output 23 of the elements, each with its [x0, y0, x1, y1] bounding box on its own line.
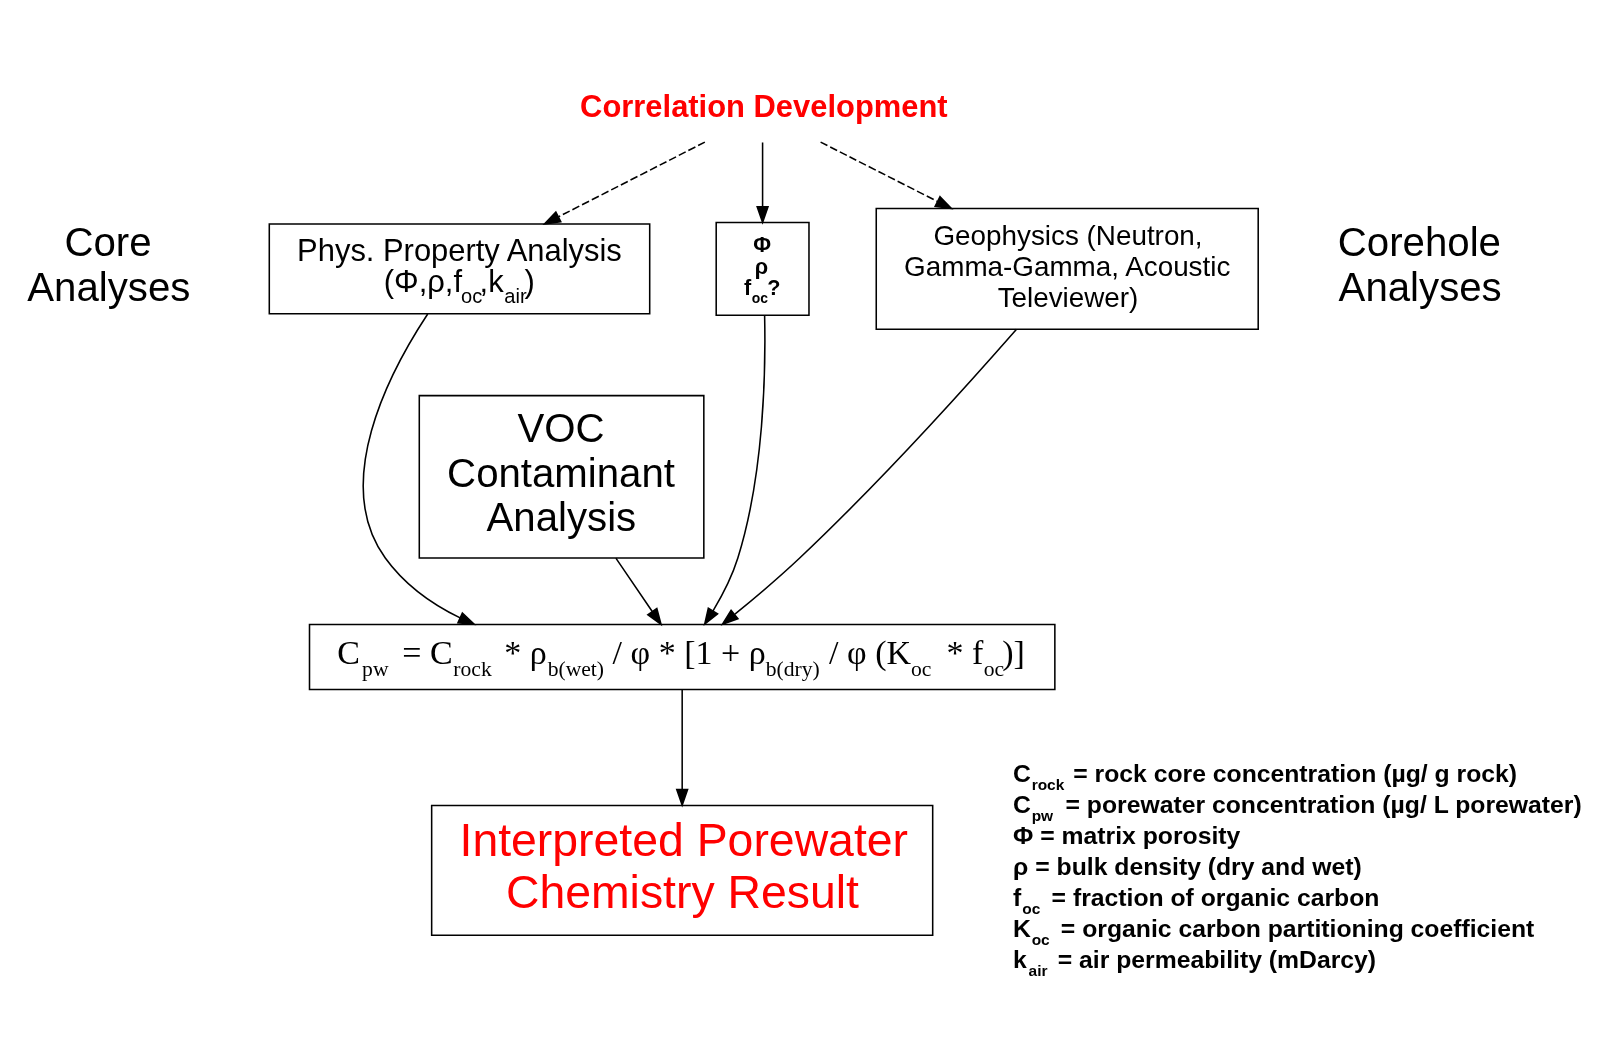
- label: f$_{oc}$ = fraction of organic carbon: [1013, 883, 1380, 917]
- arrow: [542, 140, 706, 225]
- label: C$_{pw}$ = porewater concentration (µg/ L porewater): [1013, 790, 1582, 824]
- label: C$_{rock}$ = rock core concentration (µg/ g rock): [1013, 759, 1518, 793]
- label: K$_{oc}$ = organic carbon partitioning coefficient: [1013, 914, 1535, 948]
- node-box: VOC Contaminant Analysis: [418, 394, 705, 559]
- label: k$_{air}$ = air permeability (mDarcy): [1013, 945, 1377, 979]
- node-box: C$_{pw}$ = C$_{rock}$ * ρ$_{b(wet)}$ / φ * [1 + ρ$_{b(dry)}$ / φ (K$_{oc}$ * f$_{oc}$)]: [308, 623, 1056, 690]
- node-box: Φ ρ f$_{oc}$?: [715, 221, 810, 316]
- label: ρ = bulk density (dry and wet): [1013, 852, 1362, 880]
- arrow: [615, 556, 663, 626]
- node-box: Phys. Property Analysis (Φ,ρ,f$_{oc}$,k$_{air}$): [268, 222, 651, 314]
- arrow: [819, 140, 954, 210]
- label: Corehole Analyses: [1337, 219, 1502, 310]
- label: Core Analyses: [27, 219, 191, 310]
- node-box: Geophysics (Neutron, Gamma-Gamma, Acoustic Televiewer): [875, 207, 1259, 330]
- node-box: Interpreted Porewater Chemistry Result: [430, 804, 934, 936]
- arrow: [362, 312, 477, 625]
- node-text: Correlation Development: [580, 88, 948, 124]
- arrow: [703, 314, 766, 626]
- arrow: [720, 327, 1018, 626]
- arrow: [675, 688, 689, 807]
- arrow: [756, 141, 770, 225]
